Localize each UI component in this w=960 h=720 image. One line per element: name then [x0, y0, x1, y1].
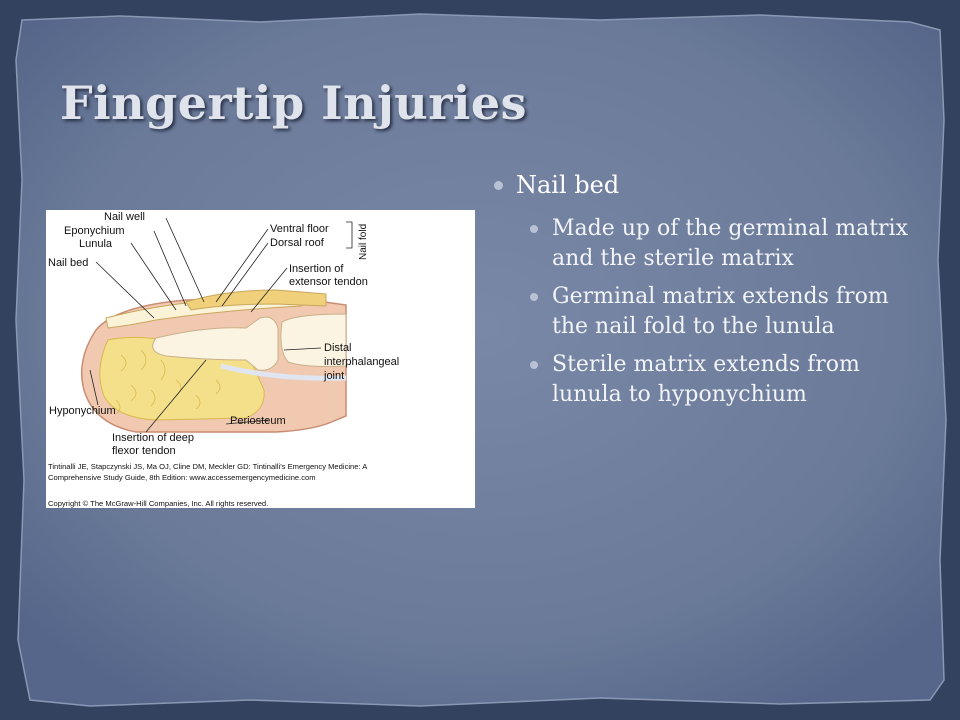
label-insertion-extensor-2: extensor tendon — [289, 276, 368, 288]
label-distal-3: joint — [323, 370, 344, 382]
label-nail-bed: Nail bed — [48, 257, 88, 269]
label-nail-well: Nail well — [104, 211, 145, 223]
figure-citation-line-2: Comprehensive Study Guide, 8th Edition: … — [48, 473, 316, 482]
bullet-content: Nail bed Made up of the germinal matrix … — [494, 168, 914, 418]
label-insertion-extensor-1: Insertion of — [289, 263, 344, 275]
sub-bullet-1: Made up of the germinal matrix and the s… — [530, 214, 914, 274]
anatomy-figure: Nail well Eponychium Lunula Nail bed Ven… — [46, 210, 475, 508]
sub-bullet-list: Made up of the germinal matrix and the s… — [494, 214, 914, 410]
label-dorsal-roof: Dorsal roof — [270, 237, 325, 249]
sub-bullet-2: Germinal matrix extends from the nail fo… — [530, 282, 914, 342]
label-eponychium: Eponychium — [64, 225, 125, 237]
torn-paper-panel — [15, 13, 947, 707]
flexor-tendon — [220, 363, 347, 381]
sub-bullet-3: Sterile matrix extends from lunula to hy… — [530, 350, 914, 410]
figure-citation-line-1: Tintinalli JE, Stapczynski JS, Ma OJ, Cl… — [48, 462, 368, 471]
bullet-nail-bed: Nail bed — [494, 168, 914, 202]
label-ventral-floor: Ventral floor — [270, 223, 329, 235]
label-distal-2: interphalangeal — [324, 356, 399, 368]
label-nail-fold: Nail fold — [358, 224, 369, 260]
label-insertion-flexor-2: flexor tendon — [112, 445, 176, 457]
label-insertion-flexor-1: Insertion of deep — [112, 432, 194, 444]
label-periosteum: Periosteum — [230, 415, 286, 427]
distal-phalanx — [152, 316, 279, 371]
label-distal-1: Distal — [324, 342, 352, 354]
label-lunula: Lunula — [79, 238, 113, 250]
label-hyponychium: Hyponychium — [49, 405, 116, 417]
slide-title: Fingertip Injuries — [60, 76, 528, 130]
middle-phalanx — [280, 313, 347, 367]
figure-copyright: Copyright © The McGraw-Hill Companies, I… — [48, 499, 268, 508]
